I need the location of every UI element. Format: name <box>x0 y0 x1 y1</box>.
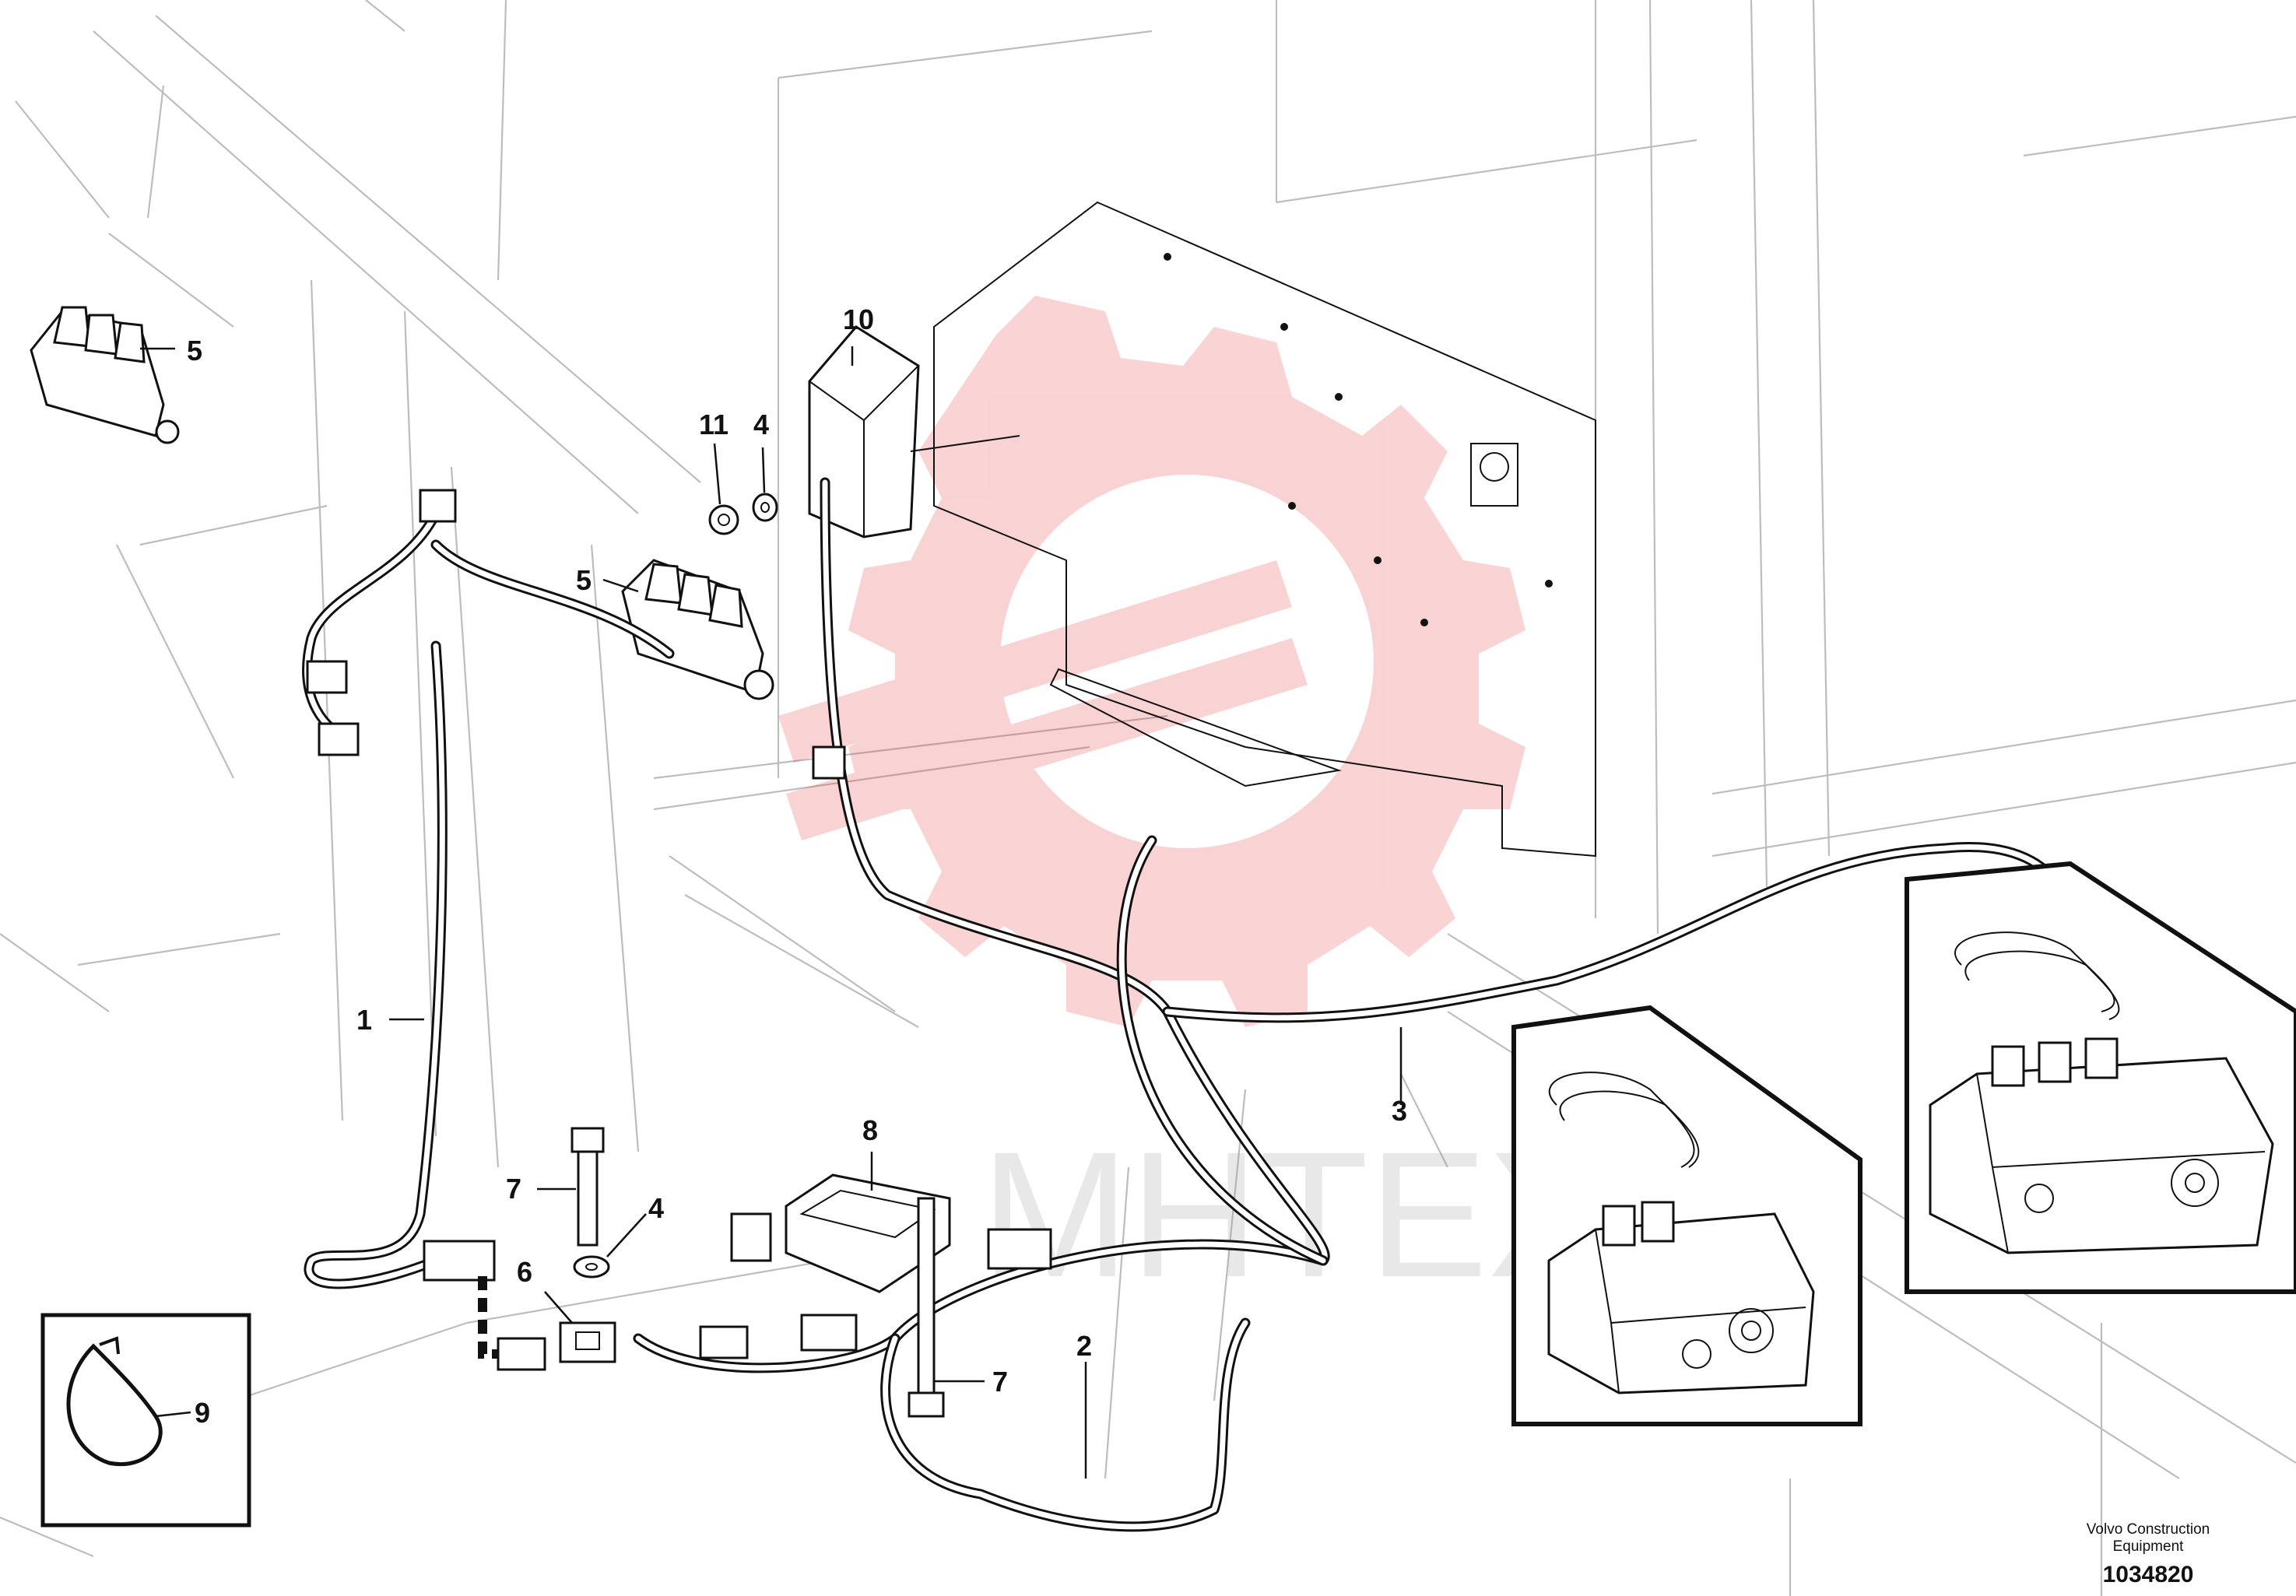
callout-7-lower: 7 <box>992 1366 1008 1398</box>
bolt-part-7-lower <box>908 1197 945 1418</box>
credit-block: Volvo Construction Equipment 1034820 <box>2047 1521 2249 1588</box>
washer-part-4-upper <box>752 493 778 522</box>
callout-5-left: 5 <box>187 335 202 367</box>
callout-7-upper: 7 <box>506 1173 521 1205</box>
mhtex-watermark: MHTEX <box>778 296 1607 1314</box>
callout-labels: 5 5 10 11 4 1 3 2 7 4 6 8 7 9 <box>187 303 1407 1429</box>
clip-part-6 <box>559 1321 616 1363</box>
callout-8: 8 <box>862 1114 878 1146</box>
callout-5-center: 5 <box>576 564 592 596</box>
junction-box-part-8 <box>730 1173 951 1293</box>
harness-part-3 <box>1162 842 2076 1023</box>
callout-4-upper: 4 <box>753 409 769 440</box>
callout-6: 6 <box>517 1256 532 1288</box>
cable-tie-inset-part-11 <box>40 1313 251 1528</box>
valve-detail-inset-left <box>1511 1005 1862 1426</box>
callout-11: 9 <box>195 1397 210 1429</box>
callout-4-lower: 4 <box>648 1192 664 1224</box>
nut-part-10 <box>708 504 739 535</box>
callout-3: 3 <box>1392 1095 1407 1127</box>
callout-2: 2 <box>1076 1330 1092 1362</box>
leader-lines <box>140 346 1403 1478</box>
mounting-panel <box>933 201 1596 858</box>
switch-module-part-5-left <box>30 306 180 444</box>
valve-detail-inset-right <box>1905 861 2296 1294</box>
credit-line-2: Equipment <box>2112 1538 2184 1555</box>
callout-1: 1 <box>356 1004 372 1036</box>
bolt-part-7-upper <box>570 1127 605 1247</box>
switch-module-part-5-center <box>621 559 774 700</box>
washer-part-4-lower <box>573 1255 610 1279</box>
callout-9: 10 <box>843 303 874 335</box>
credit-line-1: Volvo Construction <box>2086 1521 2210 1538</box>
harness-part-2 <box>633 477 1330 1532</box>
illustration-number: 1034820 <box>2102 1562 2194 1587</box>
harness-part-1 <box>302 489 675 1371</box>
callout-10: 11 <box>699 409 728 440</box>
control-unit-part-9 <box>808 325 1020 538</box>
